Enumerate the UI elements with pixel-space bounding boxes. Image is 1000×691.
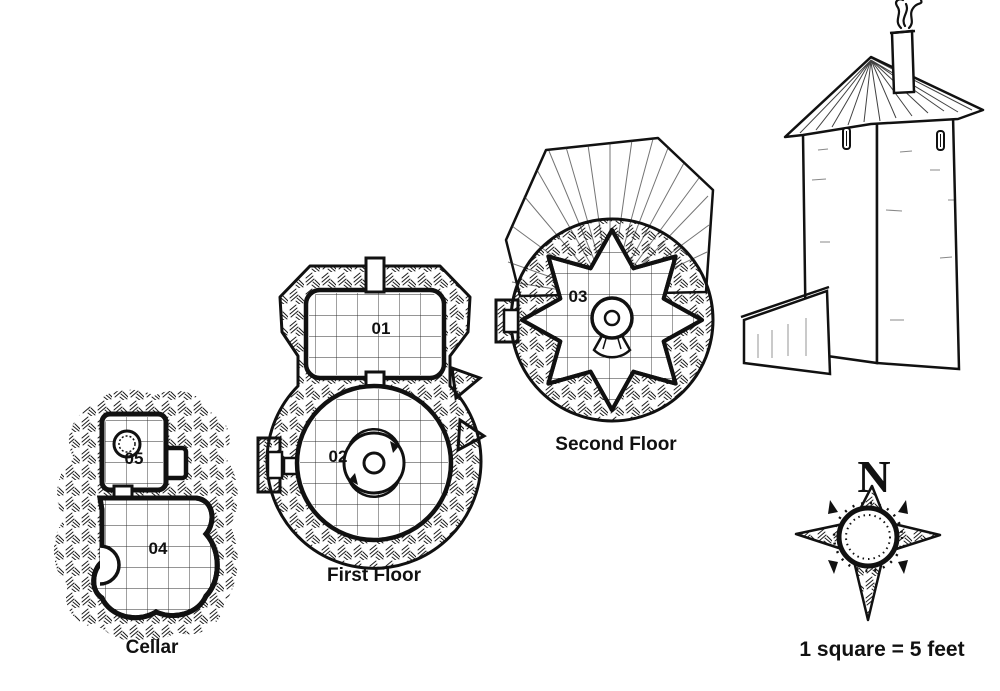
room-04-label: 04 [149, 539, 168, 558]
room-01-grid [309, 293, 441, 375]
alcove-slot [266, 450, 284, 480]
compass-hub-stipple [845, 514, 891, 560]
balcony-slot [502, 308, 520, 334]
cellar-plan: 04 05 Cellar [53, 389, 238, 658]
room-03-label: 03 [569, 287, 588, 306]
room-02-label: 02 [329, 447, 348, 466]
lean-to-roof-edge [740, 285, 830, 319]
compass-spike-ring [832, 501, 904, 573]
second-floor-caption: Second Floor [555, 434, 677, 455]
smoke-icon [895, 0, 923, 30]
compass-rose: N [794, 451, 942, 622]
door-entrance [364, 256, 386, 294]
stair-down-icon [590, 296, 634, 359]
well-texture [118, 435, 136, 453]
niche-arc [99, 544, 121, 586]
arrow-slit-windows [842, 127, 945, 151]
second-floor-plan: 03 Second Floor [494, 136, 715, 455]
wall-spur-lower [456, 417, 487, 453]
tower-right-face [875, 114, 961, 371]
first-floor-caption: First Floor [327, 565, 422, 586]
room-01-label: 01 [372, 319, 391, 338]
compass-north-label: N [857, 451, 890, 502]
chimney [890, 29, 916, 95]
tower-roof [783, 55, 985, 139]
room-05-label: 05 [125, 449, 144, 468]
wall-spur-upper [450, 365, 483, 401]
lean-to [742, 289, 832, 376]
well-icon [112, 429, 142, 459]
first-floor-plan: 01 02 First Floor [256, 256, 487, 586]
compass-thorns [828, 500, 908, 574]
scale-note: 1 square = 5 feet [799, 638, 964, 661]
cellar-caption: Cellar [126, 637, 179, 658]
spiral-stair-icon [342, 428, 406, 498]
chimney-cap [889, 29, 916, 35]
compass-hub [836, 505, 900, 569]
lean-to-sketch-lines [757, 318, 807, 358]
tower-illustration [740, 0, 985, 376]
